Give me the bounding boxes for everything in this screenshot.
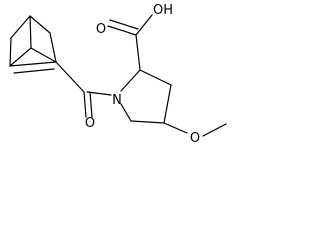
bond [10,15,31,39]
bond [135,14,153,36]
bond [9,61,57,67]
double-bond-inner [13,68,55,74]
bond [55,61,85,93]
structure-canvas: O N O OH O [9,3,227,146]
bond [86,91,112,96]
norbornene-ring [9,15,57,74]
bond [163,122,188,134]
bond [29,15,51,34]
ether-oxygen-label: O [190,131,200,146]
bond [139,69,172,86]
bond [9,47,32,67]
pyrrolidine-ring [120,69,172,124]
molecule-structure: O N O OH O [9,3,227,146]
amide-carbonyl-bond [89,91,93,118]
bond [29,15,32,49]
bond [30,47,57,63]
nitrogen-label: N [112,93,122,108]
bond [120,69,141,92]
acid-oxygen-label: O [96,22,106,37]
bond [135,34,141,71]
bond [130,120,165,124]
acid-carbonyl-bond [107,25,137,36]
bond [49,32,57,63]
amide-carbonyl-bond [83,91,87,118]
bond [120,103,132,122]
methyl-bond [202,123,227,137]
acid-carbonyl-bond [109,19,139,30]
bond [9,37,12,67]
amide-oxygen-label: O [85,116,95,131]
hydroxyl-label: OH [153,3,173,18]
bond [163,84,172,124]
